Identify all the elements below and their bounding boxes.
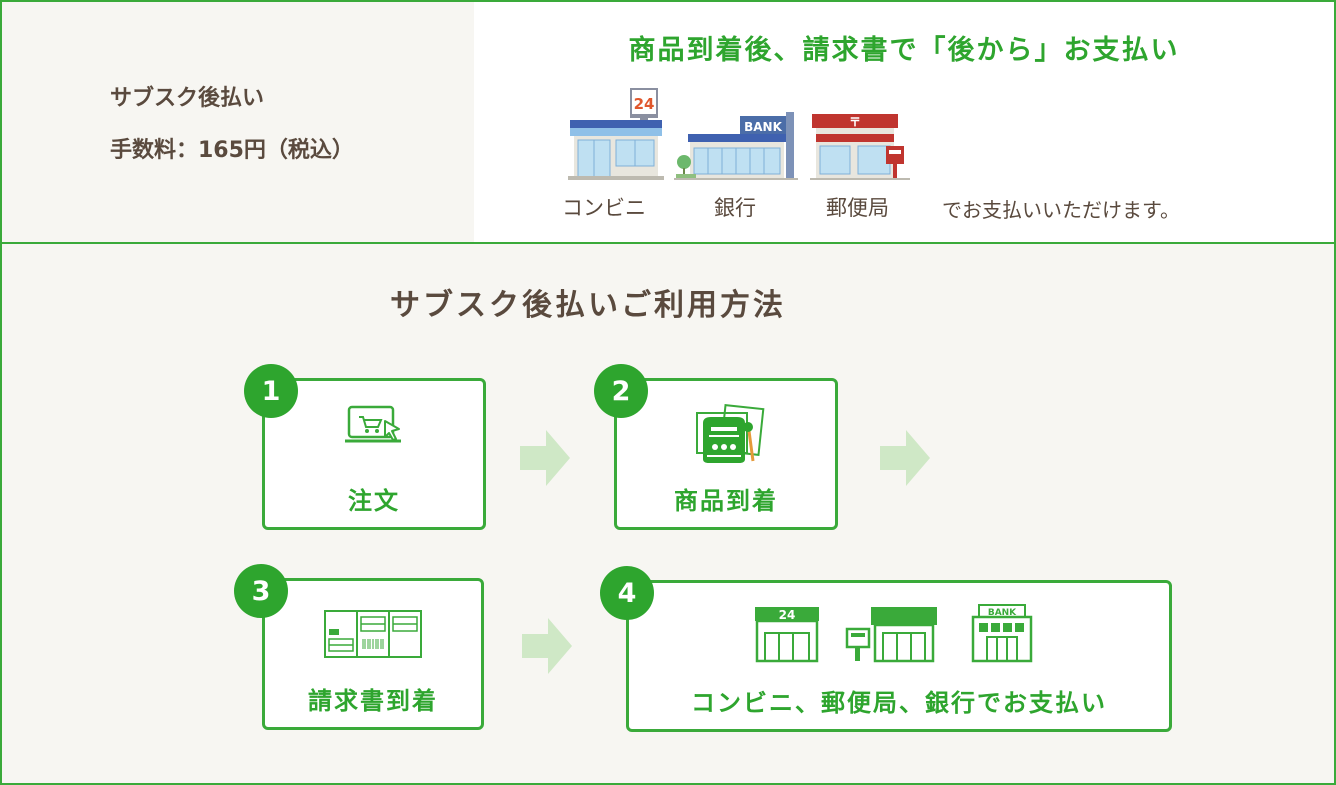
store-label-bank: 銀行 (714, 196, 756, 220)
step-number-1: 1 (244, 364, 298, 418)
step-number-4: 4 (600, 566, 654, 620)
bank-icon: BANK (674, 112, 798, 180)
payment-methods: 商品到着後、請求書で「後から」お支払い 24 コンビニ BANK (474, 2, 1334, 242)
payment-info-section: サブスク後払い 手数料：165円（税込） 商品到着後、請求書で「後から」お支払い… (2, 2, 1334, 244)
arrow-right-icon (520, 430, 570, 486)
post-office-icon: 〒 (810, 114, 910, 180)
payment-suffix: でお支払いいただけます。 (942, 198, 1180, 222)
step-label-order: 注文 (348, 487, 400, 515)
step-number-2: 2 (594, 364, 648, 418)
arrow-right-icon (880, 430, 930, 486)
step-card-payment: 24 BANK コンビニ、郵便局、 (626, 580, 1172, 732)
bank-sign-small: BANK (988, 608, 1017, 618)
step-card-invoice: 請求書到着 (262, 578, 484, 730)
convenience-sign-24: 24 (779, 608, 796, 622)
step-card-order: 注文 (262, 378, 486, 530)
laptop-cart-icon (345, 405, 401, 443)
step-label-delivery: 商品到着 (674, 487, 778, 515)
convenience-store-icon: 24 (568, 88, 664, 180)
store-label-convenience: コンビニ (562, 196, 646, 220)
arrow-right-icon (522, 618, 572, 674)
step-number-3: 3 (234, 564, 288, 618)
step-card-delivery: 商品到着 (614, 378, 838, 530)
payment-headline: 商品到着後、請求書で「後から」お支払い (628, 35, 1180, 66)
step-label-invoice: 請求書到着 (308, 687, 438, 715)
plan-summary: サブスク後払い 手数料：165円（税込） (2, 2, 474, 242)
step-label-payment: コンビニ、郵便局、銀行でお支払い (691, 689, 1107, 717)
usage-title: サブスク後払いご利用方法 (390, 288, 786, 323)
plan-fee: 手数料：165円（税込） (110, 138, 354, 163)
product-package-icon (696, 404, 765, 463)
store-label-post-office: 郵便局 (826, 196, 889, 220)
plan-name: サブスク後払い (110, 86, 265, 111)
store-sign-24: 24 (634, 95, 655, 113)
invoice-icon (324, 610, 422, 658)
bank-sign: BANK (744, 120, 782, 134)
payment-places-icon: 24 BANK (755, 604, 1033, 663)
post-mark: 〒 (849, 115, 861, 129)
